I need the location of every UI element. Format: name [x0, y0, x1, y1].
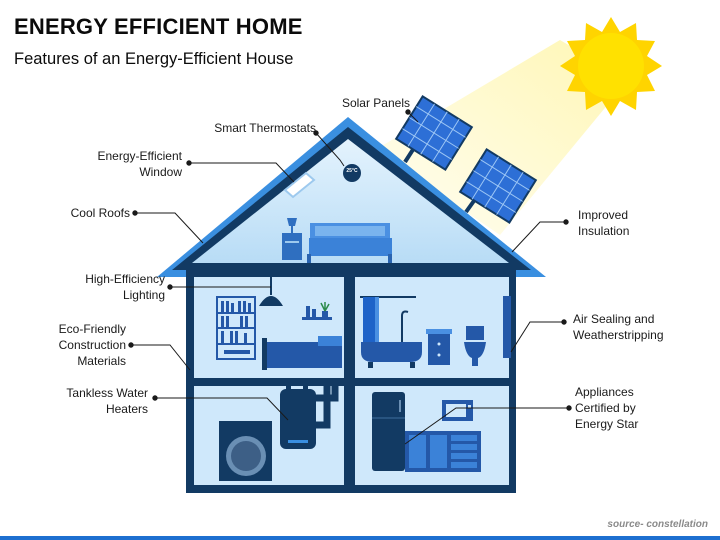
bathtub-icon — [361, 310, 422, 368]
hanging-lamp-icon — [259, 277, 283, 306]
sun-beam — [375, 40, 628, 235]
thermostat-reading: 25°C — [346, 168, 358, 174]
wall-shelf-icon — [302, 302, 332, 320]
solar-panel-icon — [394, 95, 474, 171]
source-credit: source- constellation — [607, 519, 708, 530]
water-heater-icon — [280, 380, 339, 449]
sun-icon — [560, 17, 662, 116]
thermostat-icon — [343, 164, 361, 182]
solar-panel-icon-2 — [458, 148, 538, 224]
bed-icon — [262, 336, 342, 370]
label-cool-roofs: Cool Roofs — [70, 206, 130, 220]
washing-machine-icon — [219, 421, 272, 481]
bottom-accent-bar — [0, 536, 720, 540]
attic — [192, 139, 509, 263]
microwave-icon — [442, 400, 473, 421]
kitchen-cabinet-icon — [405, 431, 481, 472]
weatherstrip-window — [503, 296, 511, 358]
label-smart-thermostats: Smart Thermostats — [214, 121, 316, 135]
attic-bed-icon — [307, 223, 392, 263]
shower-curtain-icon — [360, 296, 416, 342]
toilet-icon — [464, 326, 486, 366]
label-solar-panels: Solar Panels — [341, 96, 410, 110]
page-subtitle: Features of an Energy-Efficient House — [14, 50, 294, 68]
refrigerator-icon — [372, 392, 405, 471]
attic-window — [283, 171, 316, 199]
bookshelf-icon — [216, 296, 256, 360]
sink-cabinet-icon — [426, 329, 452, 365]
page-title: ENERGY EFFICIENT HOME — [14, 14, 303, 39]
lamp-icon — [287, 218, 297, 226]
nightstand-icon — [282, 233, 302, 260]
